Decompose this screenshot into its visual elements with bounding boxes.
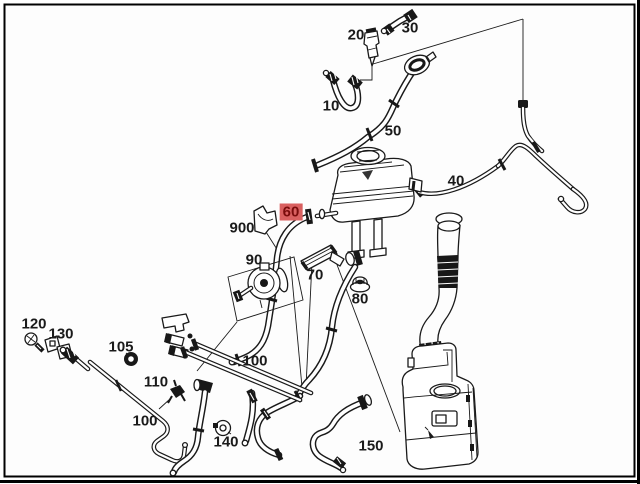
- part-10-hose: [322, 69, 363, 112]
- part-50-hose: [311, 51, 437, 173]
- part-label-70[interactable]: 70: [306, 266, 324, 284]
- part-label-10[interactable]: 10: [322, 97, 340, 115]
- part-140-clamp: [213, 419, 232, 437]
- part-105-grommet: [124, 352, 138, 366]
- part-label-60[interactable]: 60: [279, 203, 303, 221]
- part-label-100[interactable]: 100: [242, 352, 268, 370]
- part-label-110[interactable]: 110: [143, 373, 169, 391]
- part-900-clip: [253, 205, 278, 235]
- part-label-150[interactable]: 150: [358, 437, 384, 455]
- part-label-80[interactable]: 80: [351, 290, 369, 308]
- part-label-140[interactable]: 140: [213, 433, 239, 451]
- part-label-105[interactable]: 105: [108, 338, 134, 356]
- part-label-100[interactable]: 100: [132, 412, 158, 430]
- part-label-30[interactable]: 30: [401, 19, 419, 37]
- part-label-20[interactable]: 20: [347, 26, 365, 44]
- part-label-50[interactable]: 50: [384, 122, 402, 140]
- part-120-bolt: [24, 332, 45, 353]
- reference-lines: [158, 18, 524, 433]
- part-30-connector-hose: [380, 8, 418, 36]
- part-label-90[interactable]: 90: [245, 251, 263, 269]
- corrugated-hose: [419, 212, 463, 353]
- expansion-tank: [314, 146, 423, 260]
- reservoir-tank: [401, 341, 479, 470]
- part-90-pump: [227, 256, 304, 322]
- part-80-nut: [349, 276, 371, 293]
- part-150-hose: [309, 394, 373, 474]
- part-label-40[interactable]: 40: [447, 172, 465, 190]
- part-label-120[interactable]: 120: [21, 315, 47, 333]
- part-110-clip: [167, 379, 186, 404]
- part-60-hose: [228, 208, 313, 367]
- part-label-130[interactable]: 130: [48, 325, 74, 343]
- part-label-900[interactable]: 900: [229, 219, 255, 237]
- part-100-pipe-right: [179, 338, 314, 403]
- center-hose: [169, 378, 213, 477]
- hose-junction: [241, 388, 304, 462]
- part-20-sensor: [360, 27, 380, 81]
- part-70-bracket: [300, 244, 345, 271]
